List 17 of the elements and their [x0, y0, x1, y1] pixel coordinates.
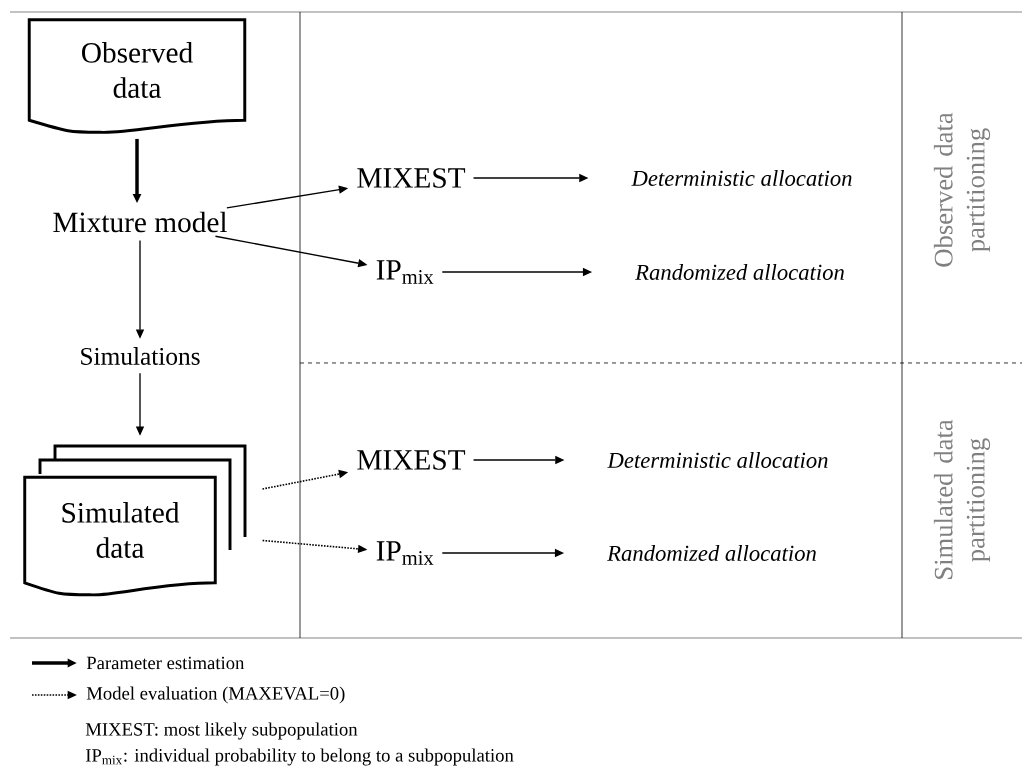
legend-label: Model evaluation (MAXEVAL=0) [86, 686, 345, 704]
allocation-label: Deterministic allocation [607, 452, 828, 468]
section-label: Simulated data partitioning [933, 419, 991, 579]
step-label: MIXEST [357, 168, 466, 188]
step-label: MIXEST [357, 450, 466, 470]
allocation-label: Randomized allocation [607, 545, 816, 561]
step-label: Simulations [81, 347, 200, 365]
section-label: Observed data partitioning [933, 112, 991, 267]
note: MIXEST: most likely subpopulation [85, 722, 358, 740]
allocation-label: Randomized allocation [635, 264, 844, 280]
note: IP$_{mix}$: individual probability to belong to a subpopulation [85, 748, 514, 766]
allocation-label: Deterministic allocation [631, 170, 852, 186]
legend-label: Parameter estimation [86, 656, 245, 670]
step-label: IP$_{mix}$ [376, 541, 434, 565]
step-label: IP$_{mix}$ [376, 260, 434, 284]
step-label: Mixture model [53, 211, 227, 233]
document-stack: Simulated data [23, 444, 247, 597]
